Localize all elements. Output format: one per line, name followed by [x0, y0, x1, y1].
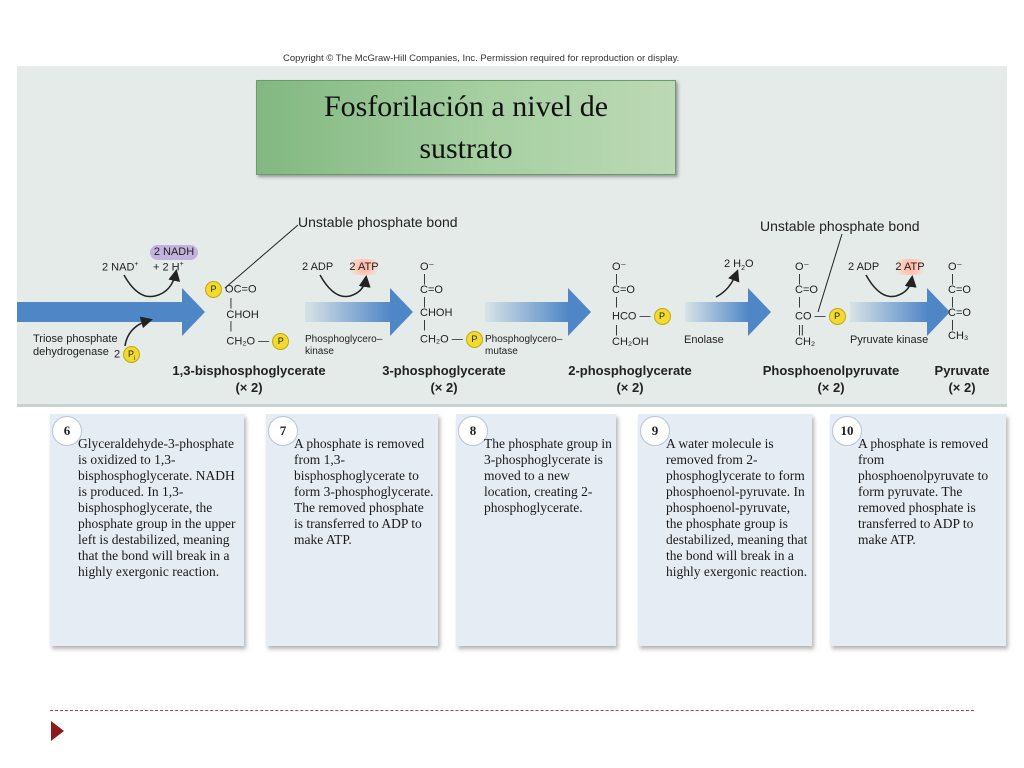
pathway-arrow-3: [485, 288, 591, 336]
step-description: Glyceraldehyde-3-phosphate is oxidized t…: [78, 436, 236, 579]
water-curved-arrow: [715, 269, 740, 298]
slide-title: Fosforilación a nivel de sustrato: [323, 89, 609, 165]
molecule-label-13bpg: 1,3-bisphosphoglycerate(× 2): [172, 363, 326, 395]
enzyme-phosphoglycerokinase: Phosphoglycero–kinase: [305, 334, 383, 357]
step-description: A phosphate is removed from phosphoenolp…: [858, 436, 989, 547]
molecule-label-2pg: 2-phosphoglycerate(× 2): [568, 363, 692, 395]
step-card-6: 6 Glyceraldehyde-3-phosphate is oxidized…: [50, 414, 244, 646]
step-number: 10: [832, 416, 862, 446]
atp-badge-1: 2 ATP: [346, 259, 382, 275]
pathway-arrow-4: [685, 288, 771, 336]
enzyme-pyruvate-kinase: Pyruvate kinase: [850, 334, 929, 346]
adp-curved-arrow-1: [319, 274, 371, 298]
unstable-bond-label-2: Unstable phosphate bond: [760, 218, 920, 234]
step-number: 8: [458, 416, 488, 446]
phosphate-icon: P: [272, 332, 290, 350]
step-card-9: 9 A water molecule is removed from 2-pho…: [638, 414, 812, 646]
pathway-arrow-2: [305, 288, 413, 336]
copyright-notice: Copyright © The McGraw-Hill Companies, I…: [283, 53, 680, 64]
molecule-label-pyruvate: Pyruvate(× 2): [934, 363, 990, 395]
step-number: 6: [52, 416, 82, 446]
step-card-7: 7 A phosphate is removed from 1,3-bispho…: [266, 414, 438, 646]
structure-13bpg: P OC=O | CHOH | CH₂O — P: [205, 281, 290, 350]
structure-pep: O⁻ | C=O | CO — P || CH₂: [795, 261, 846, 348]
nad-curved-arrow: [123, 269, 181, 298]
step-description: The phosphate group in 3-phosphoglycerat…: [484, 436, 612, 515]
nadh-badge: 2 NADH: [150, 245, 198, 260]
step-number: 9: [640, 416, 670, 446]
structure-2pg: O⁻ | C=O | HCO — P | CH₂OH: [612, 261, 671, 348]
step-card-10: 10 A phosphate is removed from phosphoen…: [830, 414, 1006, 646]
slide-title-box: Fosforilación a nivel de sustrato: [256, 80, 676, 175]
nad-label: 2 NAD+: [102, 261, 139, 274]
water-label: 2 H2O: [724, 258, 754, 273]
inorganic-phosphate: 2 Pi: [114, 346, 141, 363]
phosphate-icon: P: [205, 281, 222, 298]
atp-badge-2: 2 ATP: [892, 259, 928, 275]
step-description: A phosphate is removed from 1,3-bisphosp…: [294, 436, 434, 547]
proton-label: + 2 H+: [153, 261, 184, 274]
phosphate-icon: P: [465, 331, 483, 348]
step-card-8: 8 The phosphate group in 3-phosphoglycer…: [456, 414, 616, 646]
unstable-bond-label-1: Unstable phosphate bond: [298, 214, 458, 230]
enzyme-enolase: Enolase: [684, 334, 724, 346]
structure-3pg: O⁻ | C=O | CHOH | CH₂O — P: [420, 261, 483, 348]
molecule-label-pep: Phosphoenolpyruvate(× 2): [762, 363, 900, 395]
enzyme-phosphoglyceromutase: Phosphoglycero–mutase: [485, 334, 563, 357]
phosphate-icon: P: [828, 308, 846, 325]
adp-label-2: 2 ADP: [848, 261, 880, 273]
pathway-arrow-1: [17, 288, 205, 336]
phosphate-icon: Pi: [123, 346, 141, 363]
adp-curved-arrow-2: [865, 274, 917, 298]
step-description: A water molecule is removed from 2-phosp…: [666, 436, 808, 579]
step-number: 7: [268, 416, 298, 446]
unstable-bond-pointer-1: [224, 224, 299, 289]
adp-label-1: 2 ADP: [302, 261, 334, 273]
unstable-bond-pointer-2: [817, 233, 843, 313]
slide-bullet-arrow-icon: [51, 721, 64, 741]
structure-pyruvate: O⁻ | C=O | C=O | CH₃: [948, 261, 971, 342]
pathway-arrow-5: [850, 288, 950, 336]
molecule-label-3pg: 3-phosphoglycerate(× 2): [382, 363, 506, 395]
footer-divider: [50, 710, 974, 711]
pi-curved-arrow: [124, 316, 153, 347]
phosphate-icon: P: [653, 308, 671, 325]
